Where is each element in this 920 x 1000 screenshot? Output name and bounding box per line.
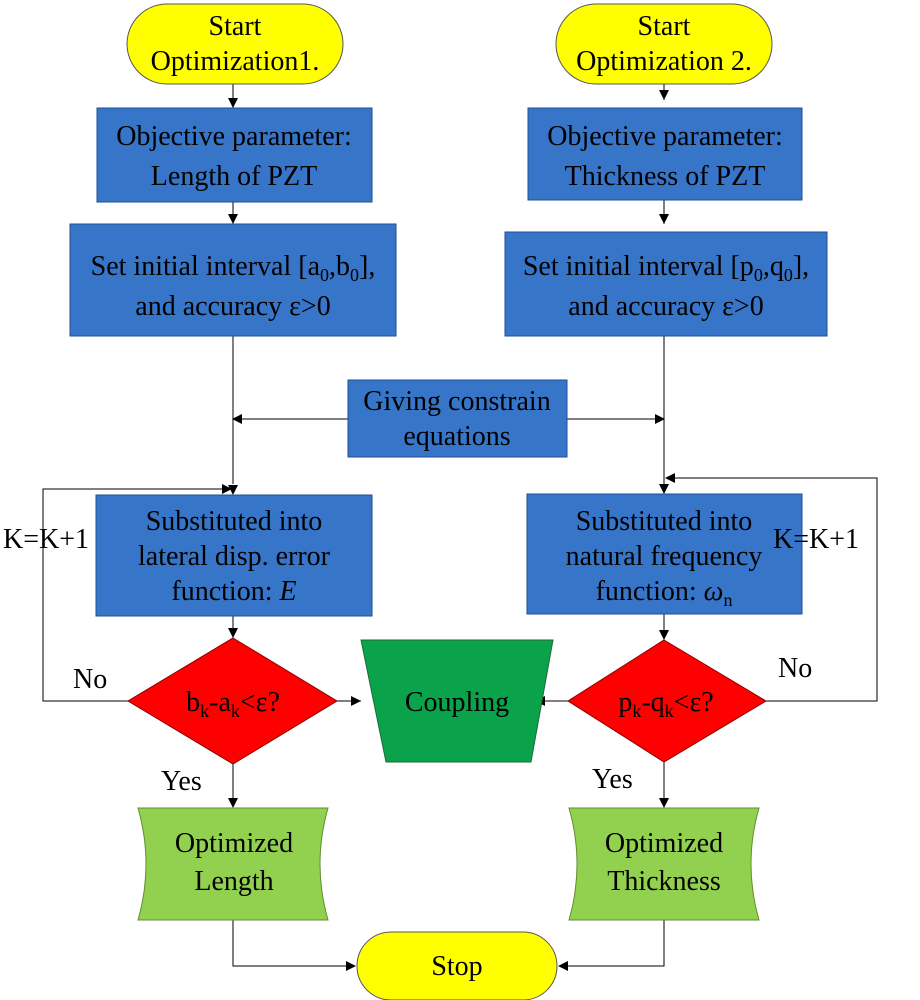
substitute-node-1[interactable]: Substituted into lateral disp. error fun… [95,494,373,617]
yes-label-right: Yes [592,764,633,795]
interval-node-1-line2: and accuracy ε>0 [135,291,330,322]
output-node-2[interactable]: Optimized Thickness [568,807,760,921]
arrowhead [228,485,238,495]
arrowhead [659,630,669,640]
substitute-node-2-line3: function: ωn [596,576,733,610]
stop-node-label: Stop [431,951,482,982]
coupling-node[interactable]: Coupling [360,639,554,763]
constraint-node[interactable]: Giving constrain equations [347,379,568,458]
objective-node-2-line1: Objective parameter: [547,121,783,152]
no-label-left: No [73,664,107,695]
interval-node-2-line1: Set initial interval [p0,q0], [523,251,809,285]
substitute-node-2-line1: Substituted into [576,506,753,537]
substitute-node-2-line2: natural frequency [566,541,763,572]
objective-node-2[interactable]: Objective parameter: Thickness of PZT [527,107,803,201]
no-label-right: No [778,653,812,684]
interval-node-1-line1: Set initial interval [a0,b0], [91,251,376,285]
yes-label-left: Yes [161,766,202,797]
start-node-2-line1: Start [638,11,691,42]
interval-node-1[interactable]: Set initial interval [a0,b0], and accura… [69,223,397,337]
arrowhead [228,98,238,108]
decision-node-1[interactable]: bk-ak<ε? [127,637,338,765]
loop-label-right: K=K+1 [773,524,859,555]
start-node-1-line1: Start [209,11,262,42]
arrowhead [659,484,669,494]
arrowhead [228,798,238,808]
loop-label-left: K=K+1 [3,524,89,555]
objective-node-2-line2: Thickness of PZT [565,161,766,192]
start-node-1[interactable]: Start Optimization1. [126,3,344,85]
constraint-node-line1: Giving constrain [363,386,550,417]
objective-node-1-line2: Length of PZT [151,161,317,192]
arrowhead [558,961,568,971]
substitute-node-2[interactable]: Substituted into natural frequency funct… [526,493,803,615]
coupling-node-label: Coupling [405,687,509,718]
decision-node-2-label: pk-qk<ε? [618,687,713,721]
output-node-1-line2: Length [194,866,273,897]
arrowhead [665,473,675,483]
output-node-2-line1: Optimized [605,828,723,859]
output-node-2-line2: Thickness [607,866,721,897]
arrowhead [346,961,356,971]
decision-node-1-label: bk-ak<ε? [186,687,280,721]
arrowhead [659,90,669,100]
stop-node[interactable]: Stop [356,931,558,1000]
start-node-1-line2: Optimization1. [151,46,320,77]
edge-labels: K=K+1 K=K+1 No No Yes Yes [3,524,859,797]
start-node-2-line2: Optimization 2. [576,46,752,77]
substitute-node-1-line3: function: E [171,576,296,607]
start-node-2[interactable]: Start Optimization 2. [555,3,773,85]
constraint-node-line2: equations [403,421,510,452]
arrowhead [232,414,242,424]
interval-node-2[interactable]: Set initial interval [p0,q0], and accura… [504,231,828,337]
arrowheads [222,90,675,971]
arrowhead [659,214,669,224]
arrowhead [351,696,361,706]
arrowhead [659,798,669,808]
output-node-1-line1: Optimized [175,828,293,859]
interval-node-2-line2: and accuracy ε>0 [568,291,763,322]
objective-node-1-line1: Objective parameter: [116,121,352,152]
substitute-node-1-line2: lateral disp. error [138,541,331,572]
arrowhead [222,484,232,494]
arrowhead [228,214,238,224]
arrowhead [228,628,238,638]
decision-node-2[interactable]: pk-qk<ε? [567,639,767,763]
objective-node-1[interactable]: Objective parameter: Length of PZT [96,107,373,203]
arrowhead [655,414,665,424]
substitute-node-1-line1: Substituted into [146,506,323,537]
output-node-1[interactable]: Optimized Length [137,807,329,921]
